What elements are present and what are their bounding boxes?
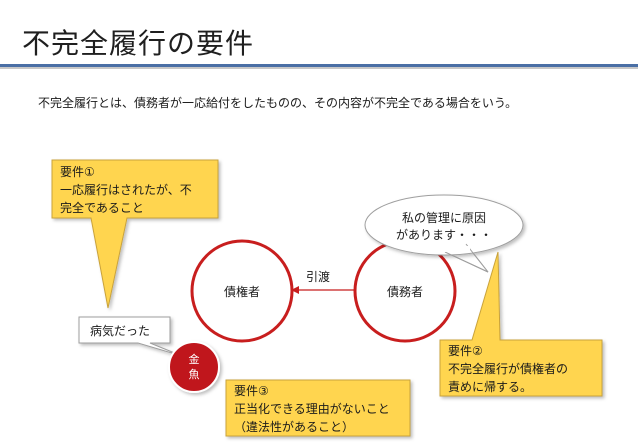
sick-label-box [78, 316, 183, 357]
goldfish-label: 金 魚 [184, 352, 204, 382]
title-underline [0, 64, 638, 67]
transfer-label: 引渡 [306, 270, 331, 284]
req2-line2: 責めに帰する。 [448, 380, 533, 394]
req1-line1: 一応履行はされたが、不 [60, 183, 192, 197]
req2-text: 要件② 不完全履行が債権者の 責めに帰する。 [448, 342, 600, 396]
req1-line2: 完全であること [60, 201, 144, 215]
transfer-arrow-head [291, 286, 299, 294]
sick-label: 病気だった [90, 324, 151, 338]
creditor-label: 債権者 [223, 285, 260, 299]
req1-title: 要件① [60, 165, 95, 179]
page-title: 不完全履行の要件 [22, 27, 255, 60]
req3-line1: 正当化できる理由がないこと [234, 402, 390, 416]
debtor-speech-ellipse [364, 194, 524, 256]
req2-title: 要件② [448, 344, 483, 358]
req2-line1: 不完全履行が債権者の [448, 362, 569, 376]
title-underline-shadow [0, 67, 638, 69]
debtor-speech-line1: 私の管理に原因 [401, 211, 486, 225]
goldfish-char1: 金 [188, 353, 200, 366]
req3-line2: （違法性があること） [234, 420, 355, 434]
callout-req1 [51, 159, 219, 309]
req1-text: 要件① 一応履行はされたが、不 完全であること [60, 163, 216, 217]
intro-text: 不完全履行とは、債務者が一応給付をしたものの、その内容が不完全である場合をいう。 [38, 96, 518, 110]
req3-title: 要件③ [234, 384, 269, 398]
debtor-speech-line2: があります・・・ [395, 228, 492, 242]
creditor-circle [190, 239, 294, 343]
debtor-speech-text: 私の管理に原因 があります・・・ [384, 210, 504, 244]
goldfish-circle [168, 341, 220, 393]
callout-req3 [225, 379, 411, 437]
callout-req2 [439, 251, 603, 397]
req3-text: 要件③ 正当化できる理由がないこと （違法性があること） [234, 382, 408, 436]
goldfish-char2: 魚 [188, 368, 200, 381]
debtor-label: 債務者 [386, 285, 423, 299]
